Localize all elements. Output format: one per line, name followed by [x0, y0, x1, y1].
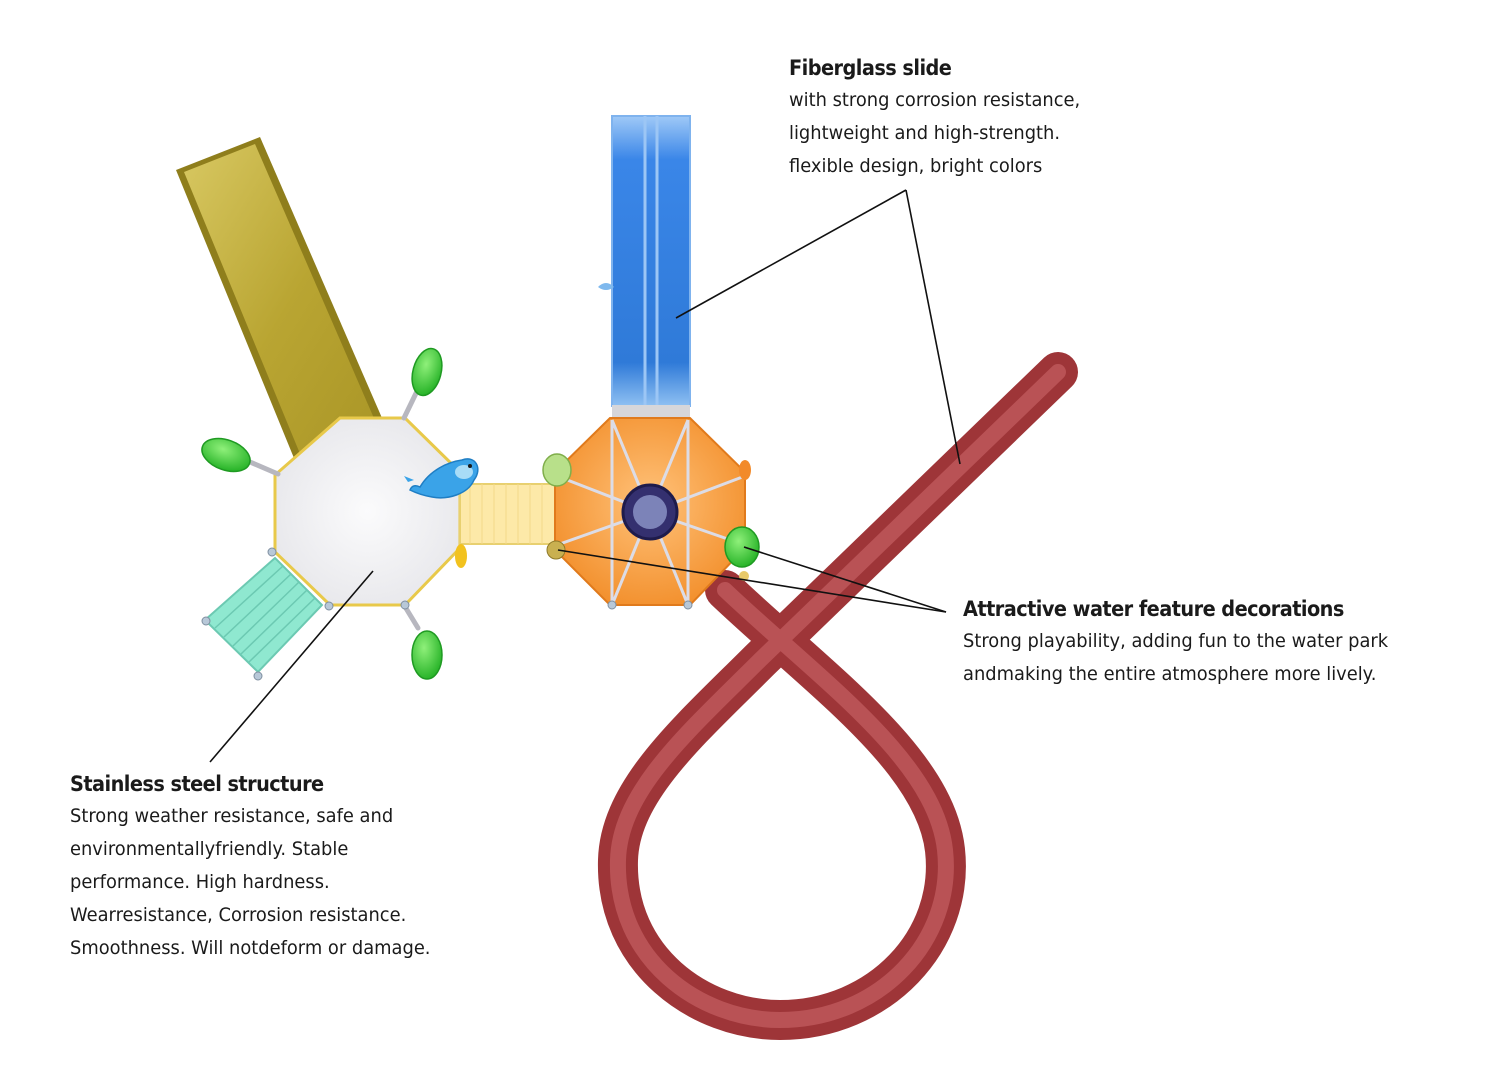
- leaf-orange-right: [724, 526, 760, 568]
- leaf-top: [411, 347, 443, 397]
- leaf-decorations: [201, 347, 760, 680]
- callout-steel-line: Wearresistance, Corrosion resistance.: [70, 904, 407, 926]
- callout-stainless-steel: Stainless steel structure Strong weather…: [70, 772, 454, 965]
- callout-steel-title: Stainless steel structure: [70, 772, 324, 796]
- callout-fiberglass-line: lightweight and high-strength.: [789, 122, 1061, 144]
- orange-side-decoration: [739, 460, 751, 480]
- callout-steel-line: environmentallyfriendly. Stable: [70, 838, 349, 860]
- callout-water-feature: Attractive water feature decorations Str…: [963, 597, 1415, 691]
- leaf-bottom: [411, 630, 443, 680]
- callout-fiberglass-line: flexible design, bright colors: [789, 155, 1043, 177]
- sea-creature-decoration: [546, 540, 566, 560]
- leader-steel: [209, 570, 374, 763]
- orange-platform: [554, 417, 746, 606]
- callout-water-title: Attractive water feature decorations: [963, 597, 1344, 621]
- mint-stairs: [203, 556, 324, 674]
- callout-steel-line: performance. High hardness.: [70, 871, 330, 893]
- whale-decoration: [404, 458, 479, 499]
- callout-fiberglass-line: with strong corrosion resistance,: [789, 89, 1081, 111]
- leader-water-a: [557, 549, 947, 613]
- callout-water-line: Strong playability, adding fun to the wa…: [963, 630, 1389, 652]
- tube-slide-highlight: [609, 364, 1066, 1029]
- small-fish-decoration: [598, 283, 614, 290]
- post-caps: [201, 547, 693, 681]
- callout-fiberglass-slide: Fiberglass slide with strong corrosion r…: [789, 56, 1099, 183]
- leader-fiberglass-a: [675, 189, 907, 319]
- callout-steel-line: Smoothness. Will notdeform or damage.: [70, 937, 431, 959]
- duck-decoration: [455, 544, 467, 568]
- callout-steel-line: Strong weather resistance, safe and: [70, 805, 394, 827]
- blue-slide: [598, 115, 691, 419]
- leader-lines: [209, 189, 961, 763]
- leader-water-b: [743, 546, 947, 613]
- callout-fiberglass-title: Fiberglass slide: [789, 56, 952, 80]
- leader-fiberglass-b: [905, 189, 961, 465]
- callout-water-line: andmaking the entire atmosphere more liv…: [963, 663, 1377, 685]
- yellow-slide: [176, 137, 395, 485]
- turtle-decoration: [542, 453, 572, 487]
- tube-slide: [597, 352, 1078, 1041]
- bridge: [459, 483, 561, 545]
- leaf-left: [201, 437, 251, 473]
